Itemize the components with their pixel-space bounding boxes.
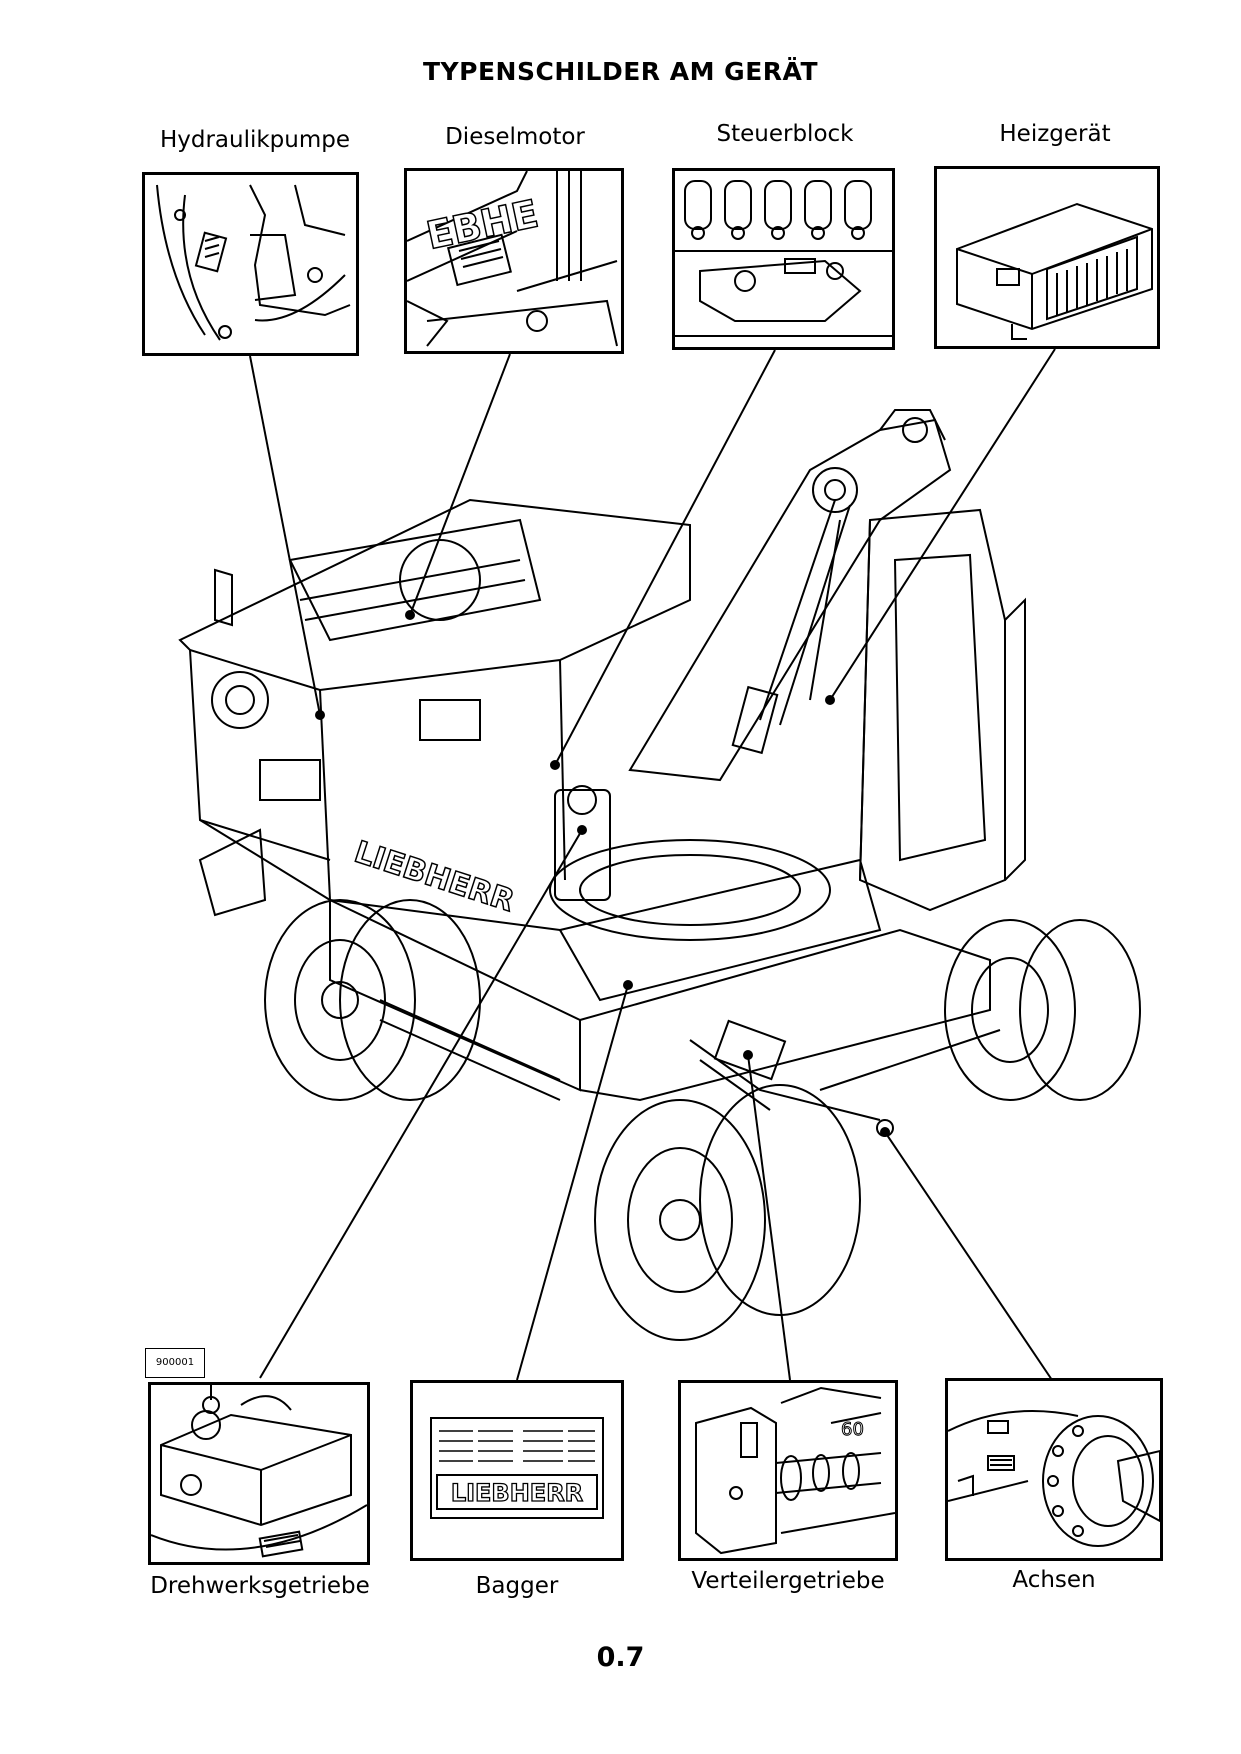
label-drehwerksgetriebe: Drehwerksgetriebe (150, 1573, 370, 1599)
svg-text:60: 60 (841, 1419, 864, 1440)
label-heizgeraet: Heizgerät (999, 121, 1111, 147)
leader-line-dieselmotor (409, 353, 511, 616)
leader-line-hydraulikpumpe (249, 355, 321, 716)
detail-frame-hydraulikpumpe (142, 172, 359, 356)
leader-line-achsen (884, 1131, 1053, 1381)
page-title: TYPENSCHILDER AM GERÄT (422, 57, 818, 86)
axle-illustration (948, 1410, 1160, 1547)
detail-frame-bagger: LIEBHERR (410, 1380, 624, 1561)
detail-frame-verteilergetriebe: 60 (678, 1380, 898, 1561)
figure-code: 900001 (145, 1348, 205, 1378)
diesel-engine-illustration: EBHE (407, 171, 618, 347)
detail-frame-drehwerksgetriebe (148, 1382, 370, 1565)
hydraulic-pump-illustration (156, 184, 351, 341)
detail-frame-dieselmotor: EBHE (404, 168, 624, 354)
leader-line-verteilergetriebe (747, 1054, 791, 1381)
transfer-gearbox-illustration: 60 (695, 1386, 895, 1555)
detail-frame-steuerblock (672, 168, 895, 350)
control-block-illustration (675, 180, 892, 337)
swing-gearbox-illustration (151, 1385, 367, 1558)
page-number: 0.7 (596, 1642, 645, 1673)
label-bagger: Bagger (475, 1573, 559, 1599)
excavator-nameplate-illustration: LIEBHERR (430, 1417, 604, 1519)
nameplate-brand: LIEBHERR (451, 1479, 583, 1507)
label-verteilergetriebe: Verteilergetriebe (691, 1568, 885, 1594)
leader-line-bagger (516, 984, 629, 1381)
label-steuerblock: Steuerblock (716, 121, 854, 147)
heater-illustration (956, 202, 1153, 340)
leader-line-heizgeraet (829, 348, 1056, 701)
detail-frame-heizgeraet (934, 166, 1160, 349)
label-hydraulikpumpe: Hydraulikpumpe (159, 127, 351, 153)
leader-line-drehwerksgetriebe (259, 829, 583, 1379)
label-achsen: Achsen (1012, 1567, 1096, 1593)
leader-line-steuerblock (554, 349, 776, 766)
label-dieselmotor: Dieselmotor (445, 124, 585, 150)
detail-frame-achsen (945, 1378, 1163, 1561)
